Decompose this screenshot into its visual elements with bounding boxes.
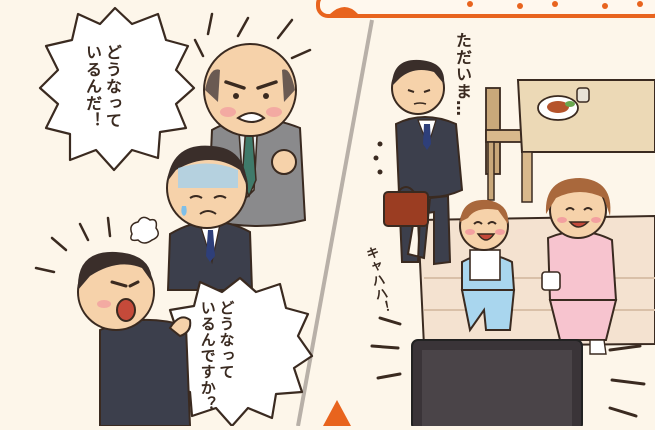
top-banner xyxy=(316,0,655,18)
mother-figure xyxy=(541,178,618,355)
panel-divider xyxy=(296,19,374,427)
worker-speech-text: どうなって いるんですか？ xyxy=(198,300,236,412)
bottom-orange-marker xyxy=(323,400,351,426)
worried-employee-figure xyxy=(130,145,254,291)
boss-speech-line-2: いるんだ！ xyxy=(83,44,102,129)
dining-table-set xyxy=(485,79,655,203)
silence-dots xyxy=(373,141,383,175)
worker-emphasis-lines xyxy=(34,216,112,274)
worker-speech-line-1: どうなって xyxy=(217,300,236,380)
sofa xyxy=(416,214,655,348)
boss-speech-text: どうなって いるんだ！ xyxy=(82,44,122,129)
boss-speech-line-1: どうなって xyxy=(103,44,122,129)
father-figure xyxy=(383,59,464,266)
boss-emphasis-lines xyxy=(193,12,312,60)
greeting-text: ただいま… xyxy=(453,32,472,117)
shouting-employee-figure xyxy=(77,251,192,427)
television xyxy=(411,339,583,430)
worker-speech-line-2: いるんですか？ xyxy=(198,300,217,412)
tv-emphasis-lines xyxy=(370,316,646,418)
laughing-child-figure xyxy=(459,199,516,333)
boss-speech-bubble xyxy=(38,6,196,172)
